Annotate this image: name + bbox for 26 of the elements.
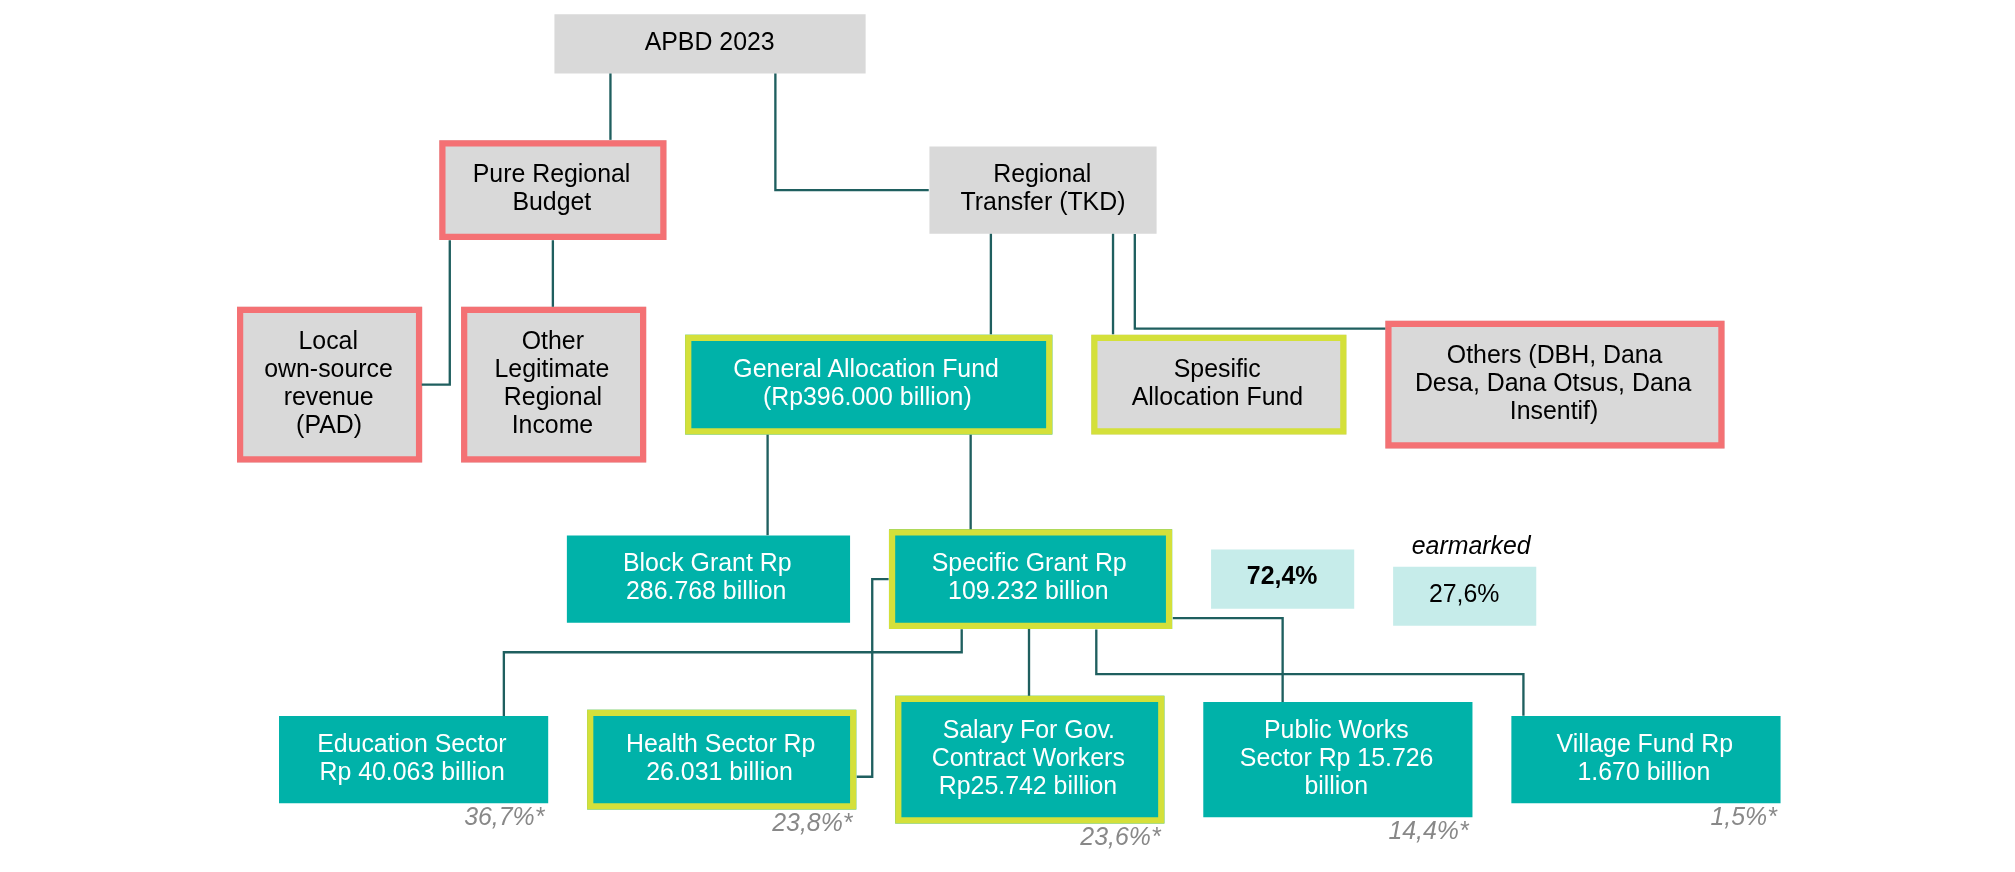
node-box: APBD 2023 [553,14,866,74]
node-box: Regional Transfer (TKD) [928,146,1157,234]
node-label: earmarked [1411,530,1531,559]
node-box: 27,6% [1392,566,1536,626]
node-label: 1,5%* [1710,801,1777,830]
connector [1094,629,1525,716]
connector [856,578,889,778]
connector [969,434,972,530]
connector [608,73,612,140]
node-box: Block Grant Rp 286.768 billion [566,535,850,623]
node-box: 72,4% [1210,549,1354,609]
connector [765,434,769,536]
connector [1133,233,1385,330]
node-label: 36,7%* [463,801,544,830]
node-label: 14,4%* [1387,815,1469,844]
node-box: Village Fund Rp 1.670 billion [1510,716,1781,804]
connector [551,240,554,307]
connector [773,73,929,192]
node-label: 23,6%* [1079,821,1161,850]
node-box: Education Sector Rp 40.063 billion [278,716,548,804]
connector [1172,616,1284,703]
node-box: Public Works Sector Rp 15.726 billion [1202,702,1472,818]
connector [1111,233,1114,335]
node-label: 23,8%* [771,807,852,836]
connector [989,233,992,335]
connector [1027,628,1030,696]
